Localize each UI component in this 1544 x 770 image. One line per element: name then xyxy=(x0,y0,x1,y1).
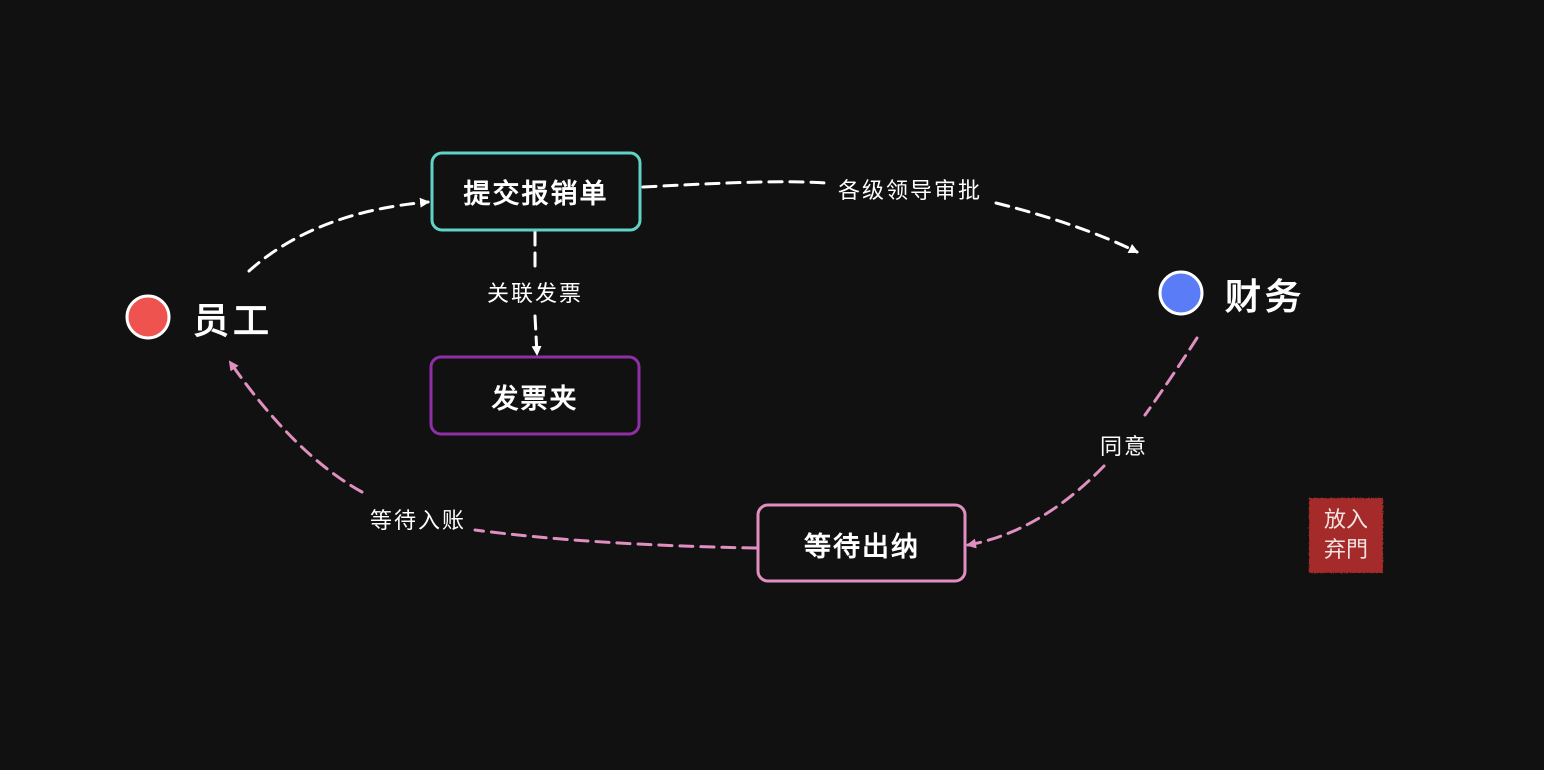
edge-label-wait-posting: 等待入账 xyxy=(370,509,466,534)
box-submit[interactable]: 提交报销单 xyxy=(430,151,642,232)
box-invoice-folder-frame xyxy=(429,355,641,436)
edge-wait-posting xyxy=(473,528,758,550)
finance-dot xyxy=(1158,270,1204,316)
actor-employee[interactable]: 员工 xyxy=(125,294,273,342)
employee-label: 员工 xyxy=(193,301,273,342)
seal-line-2: 弃門 xyxy=(1324,538,1368,563)
box-wait-cashier[interactable]: 等待出纳 xyxy=(756,503,967,583)
edge-agree xyxy=(1143,336,1199,417)
edge-approve-chain-arrow-segment xyxy=(994,201,1139,254)
seal-line-1: 放入 xyxy=(1324,508,1368,533)
seal-background xyxy=(1309,498,1383,573)
edge-label-agree: 同意 xyxy=(1100,435,1148,460)
edge-label-approve-chain: 各级领导审批 xyxy=(838,179,982,204)
box-wait-cashier-frame xyxy=(756,503,967,583)
employee-dot xyxy=(125,294,171,340)
edge-link-invoice-arrow-segment xyxy=(531,314,542,356)
actor-finance[interactable]: 财务 xyxy=(1158,270,1305,318)
edge-agree-arrow-segment xyxy=(966,464,1106,549)
edge-label-link-invoice: 关联发票 xyxy=(487,282,583,307)
edge-employee-to-submit xyxy=(247,197,430,273)
finance-label: 财务 xyxy=(1225,277,1305,318)
edge-wait-posting-arrow-segment xyxy=(228,360,364,494)
seal-stamp: 放入 弃門 xyxy=(1309,498,1383,573)
box-submit-label: 提交报销单 xyxy=(464,178,609,210)
edge-approve-chain xyxy=(641,180,827,189)
box-wait-cashier-label: 等待出纳 xyxy=(804,531,920,563)
box-submit-frame xyxy=(430,151,642,232)
box-invoice-folder-label: 发票夹 xyxy=(491,383,579,415)
box-invoice-folder[interactable]: 发票夹 xyxy=(429,355,641,436)
